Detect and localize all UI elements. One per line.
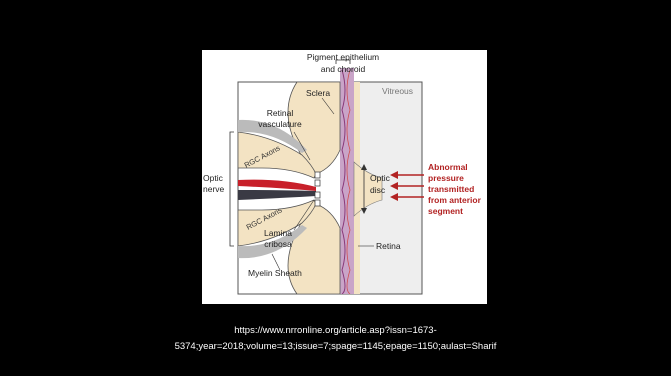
label-lamina-1: Lamina [264,228,292,238]
label-abnormal-5: segment [428,206,463,216]
lamina-box-1 [315,172,320,178]
central-artery [238,180,316,191]
label-pigment-2: and choroid [321,64,366,74]
source-url: https://www.nrronline.org/article.asp?is… [0,323,671,355]
label-optic-disc-1: Optic [370,173,391,183]
label-vasculature-1: Retinal [267,108,294,118]
label-optic-nerve-1: Optic [203,173,224,183]
optic-nerve-diagram: Pigment epithelium and choroid Vitreous … [202,50,487,304]
diagram-svg: Pigment epithelium and choroid Vitreous … [202,50,487,304]
label-optic-nerve-2: nerve [203,184,225,194]
label-sclera: Sclera [306,88,330,98]
label-vitreous: Vitreous [382,86,413,96]
label-myelin-sheath: Myelin Sheath [248,268,302,278]
label-lamina-2: cribosa [264,239,292,249]
label-abnormal-4: from anterior [428,195,482,205]
label-vasculature-2: vasculature [258,119,302,129]
pressure-arrows [390,171,424,201]
source-url-line-2: 5374;year=2018;volume=13;issue=7;spage=1… [0,339,671,355]
lamina-box-4 [315,200,320,206]
source-url-line-1: https://www.nrronline.org/article.asp?is… [0,323,671,339]
lamina-box-3 [315,192,320,198]
label-retina: Retina [376,241,401,251]
label-pigment-1: Pigment epithelium [307,52,379,62]
label-abnormal-3: transmitted [428,184,474,194]
lamina-box-2 [315,180,320,186]
label-optic-disc-2: disc [370,185,386,195]
label-abnormal-1: Abnormal [428,162,468,172]
choroid-band [340,68,354,294]
optic-nerve-bracket [230,132,234,246]
label-abnormal-2: pressure [428,173,464,183]
central-vein [238,190,316,200]
